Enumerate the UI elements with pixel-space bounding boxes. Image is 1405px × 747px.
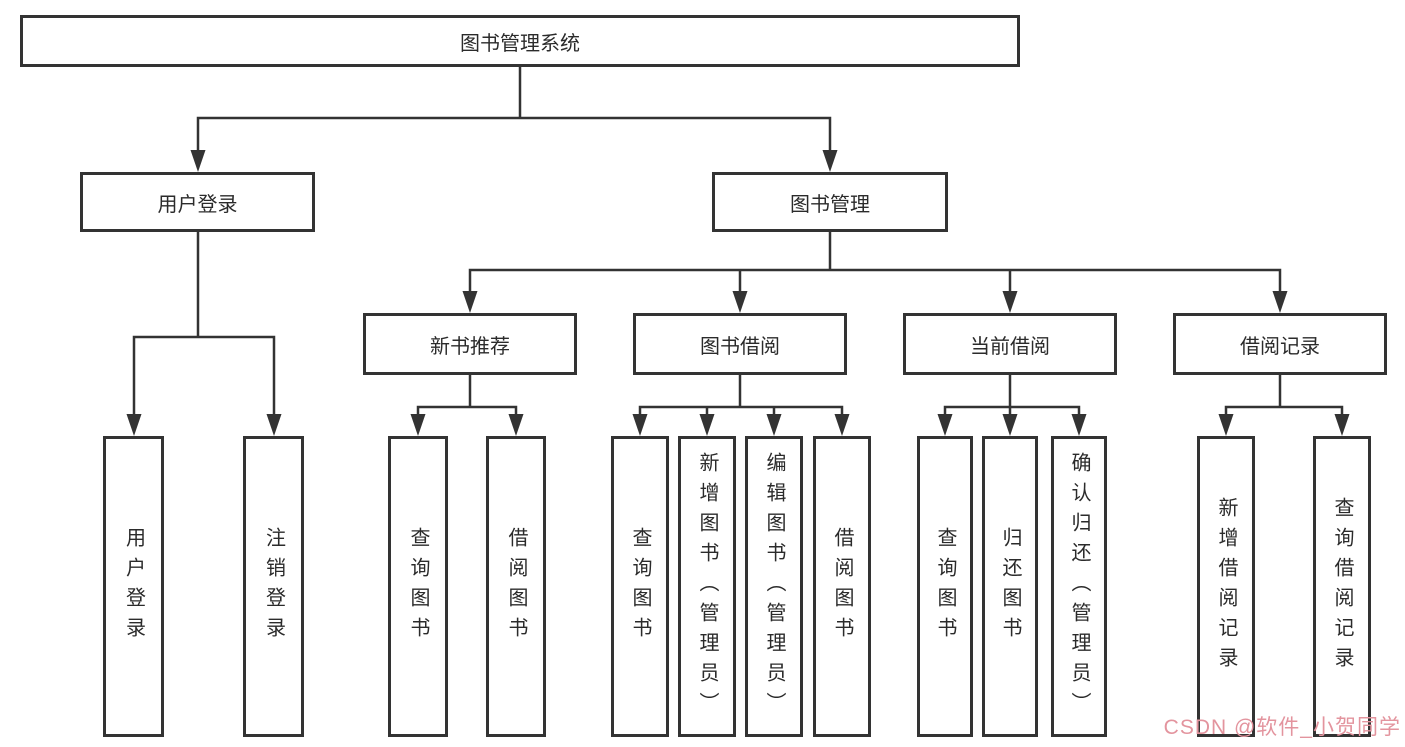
csdn-watermark: CSDN @软件_小贺同学 bbox=[1163, 716, 1401, 739]
node-new-book-recommend: 新书推荐 bbox=[363, 313, 577, 375]
node-borrowing-records: 借阅记录 bbox=[1173, 313, 1387, 375]
leaf-label: 查询图书 bbox=[934, 526, 956, 647]
leaf-query-borrow-record: 查询借阅记录 bbox=[1313, 436, 1371, 737]
leaf-confirm-return-admin: 确认归还（管理员） bbox=[1051, 436, 1107, 737]
node-book-management: 图书管理 bbox=[712, 172, 948, 232]
leaf-label: 查询借阅记录 bbox=[1331, 496, 1353, 677]
leaf-query-books-borrow: 查询图书 bbox=[611, 436, 669, 737]
leaf-add-borrow-record: 新增借阅记录 bbox=[1197, 436, 1255, 737]
leaf-query-books-recommend: 查询图书 bbox=[388, 436, 448, 737]
leaf-label: 借阅图书 bbox=[505, 526, 527, 647]
leaf-label: 新增借阅记录 bbox=[1215, 496, 1237, 677]
node-label: 用户登录 bbox=[157, 193, 238, 216]
leaf-label: 注销登录 bbox=[262, 526, 285, 647]
leaf-borrow-books-recommend: 借阅图书 bbox=[486, 436, 546, 737]
node-label: 图书管理 bbox=[790, 193, 870, 216]
leaf-label: 确认归还（管理员） bbox=[1068, 451, 1090, 722]
leaf-label: 归还图书 bbox=[999, 526, 1021, 647]
node-current-borrowing: 当前借阅 bbox=[903, 313, 1117, 375]
leaf-label: 查询图书 bbox=[407, 526, 429, 647]
leaf-query-books-current: 查询图书 bbox=[917, 436, 973, 737]
leaf-label: 编辑图书（管理员） bbox=[763, 451, 785, 722]
arrowheads bbox=[126, 150, 1350, 436]
node-user-login: 用户登录 bbox=[80, 172, 315, 232]
leaf-label: 查询图书 bbox=[629, 526, 651, 647]
leaf-add-book-admin: 新增图书（管理员） bbox=[678, 436, 736, 737]
leaf-label: 借阅图书 bbox=[831, 526, 853, 647]
leaf-borrow-books: 借阅图书 bbox=[813, 436, 871, 737]
leaf-label: 用户登录 bbox=[122, 526, 145, 647]
node-label: 新书推荐 bbox=[430, 335, 510, 358]
leaf-edit-book-admin: 编辑图书（管理员） bbox=[745, 436, 803, 737]
node-label: 当前借阅 bbox=[970, 335, 1050, 358]
leaf-label: 新增图书（管理员） bbox=[696, 451, 718, 722]
leaf-return-book: 归还图书 bbox=[982, 436, 1038, 737]
node-label: 图书管理系统 bbox=[460, 32, 580, 55]
leaf-user-login: 用户登录 bbox=[103, 436, 164, 737]
node-label: 图书借阅 bbox=[700, 335, 780, 358]
node-label: 借阅记录 bbox=[1240, 335, 1320, 358]
leaf-logout: 注销登录 bbox=[243, 436, 304, 737]
node-book-management-system: 图书管理系统 bbox=[20, 15, 1020, 67]
node-book-borrowing: 图书借阅 bbox=[633, 313, 847, 375]
